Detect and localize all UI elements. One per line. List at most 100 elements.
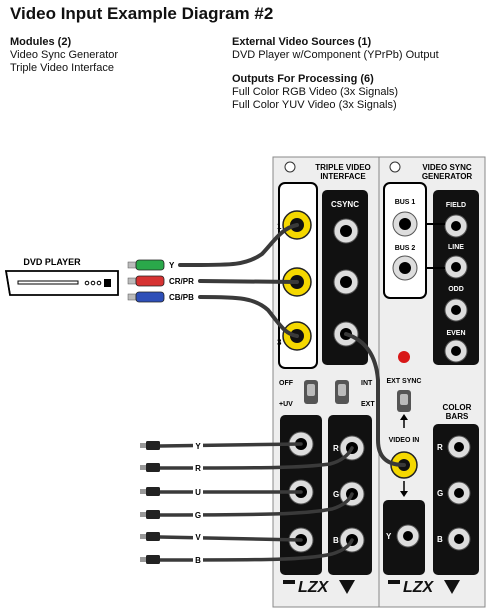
mounting-hole xyxy=(389,161,401,173)
output-cable-labels: Y R U G V B xyxy=(193,440,203,565)
sync-toggle-switch[interactable] xyxy=(335,380,349,404)
tvi-title-line1: TRIPLE VIDEO xyxy=(315,163,371,172)
output-cable-r xyxy=(158,446,354,470)
rca-plug-pb xyxy=(127,291,165,303)
triple-video-interface-module: TRIPLE VIDEO INTERFACE 1 3 CSYNC xyxy=(272,156,380,608)
bus-label: BUS 2 xyxy=(395,245,416,252)
logo-bar xyxy=(283,580,295,584)
line-jack[interactable] xyxy=(444,255,468,279)
rca-plug-y xyxy=(127,259,165,271)
sync-output-label: ODD xyxy=(448,286,464,293)
input-number: 1 xyxy=(277,222,282,231)
output-plug xyxy=(140,487,160,496)
color-bar-label: B xyxy=(437,535,443,544)
output-plug xyxy=(140,441,160,450)
color-bar-label: R xyxy=(437,443,443,452)
output-plug xyxy=(140,555,160,564)
lzx-logo: LZX xyxy=(403,579,435,596)
even-jack[interactable] xyxy=(444,339,468,363)
plug-label: CB/PB xyxy=(169,293,194,302)
sync-output-label: FIELD xyxy=(446,202,466,209)
output-plug xyxy=(140,510,160,519)
ext-sync-label: EXT SYNC xyxy=(386,378,421,385)
switch-label: +UV xyxy=(279,401,293,408)
switch-label: EXT xyxy=(361,401,375,408)
sources-block: External Video Sources (1) DVD Player w/… xyxy=(232,36,439,62)
color-bars-label: COLOR xyxy=(443,403,472,412)
outputs-block: Outputs For Processing (6) Full Color RG… xyxy=(232,73,398,112)
y-label: Y xyxy=(386,532,392,541)
cable-pr-input xyxy=(198,279,299,284)
modules-block: Modules (2) Video Sync Generator Triple … xyxy=(10,36,118,75)
switch-label: INT xyxy=(361,380,373,387)
up-arrow-icon xyxy=(400,414,408,420)
mounting-hole xyxy=(284,161,296,173)
plug-label: Y xyxy=(169,261,175,270)
tvi-title-line2: INTERFACE xyxy=(320,172,366,181)
odd-jack[interactable] xyxy=(444,298,468,322)
source-item: DVD Player w/Component (YPrPb) Output xyxy=(232,49,439,61)
output-cable-label: U xyxy=(195,488,201,497)
color-bar-g-jack[interactable] xyxy=(447,481,471,505)
vsg-y-jack[interactable] xyxy=(396,524,420,548)
disc-tray xyxy=(17,280,79,285)
logo-triangle xyxy=(444,580,460,594)
jack-label: G xyxy=(333,490,339,499)
color-bars-label: BARS xyxy=(446,412,469,421)
color-bar-label: G xyxy=(437,489,443,498)
dvd-display xyxy=(104,279,111,287)
lzx-logo: LZX xyxy=(298,579,330,596)
ext-sync-led xyxy=(398,351,410,363)
rca-plug-pr xyxy=(127,275,165,287)
csync-jack[interactable] xyxy=(333,269,359,295)
output-cable-g xyxy=(158,492,354,517)
cable-y-input xyxy=(178,223,299,268)
jack-label: R xyxy=(333,444,339,453)
cable-csync-video-in xyxy=(344,332,406,467)
output-cable-label: R xyxy=(195,464,201,473)
jack-label: B xyxy=(333,536,339,545)
color-bar-r-jack[interactable] xyxy=(447,435,471,459)
output-cable-v xyxy=(158,535,303,542)
outputs-heading: Outputs For Processing (6) xyxy=(232,73,374,85)
dvd-button xyxy=(84,280,90,286)
video-in-label: VIDEO IN xyxy=(389,437,420,444)
output-cable-b xyxy=(158,538,354,562)
bus-2-jack[interactable] xyxy=(392,255,418,281)
vsg-title-line1: VIDEO SYNC xyxy=(422,163,472,172)
csync-jack[interactable] xyxy=(333,218,359,244)
output-cable-label: G xyxy=(195,511,201,520)
diagram-title: Video Input Example Diagram #2 xyxy=(10,4,274,23)
uv-toggle-switch[interactable] xyxy=(304,380,318,404)
logo-triangle xyxy=(339,580,355,594)
sources-heading: External Video Sources (1) xyxy=(232,36,372,48)
vsg-title-line2: GENERATOR xyxy=(422,172,473,181)
output-item: Full Color RGB Video (3x Signals) xyxy=(232,86,399,98)
bus-1-jack[interactable] xyxy=(392,211,418,237)
switch-label: OFF xyxy=(279,380,294,387)
output-cable-label: Y xyxy=(195,442,201,451)
sync-output-label: EVEN xyxy=(446,330,465,337)
output-item: Full Color YUV Video (3x Signals) xyxy=(232,99,397,111)
dvd-button xyxy=(96,280,102,286)
field-jack[interactable] xyxy=(444,214,468,238)
ext-sync-switch[interactable] xyxy=(397,390,411,412)
dvd-player-label: DVD PLAYER xyxy=(23,257,81,267)
modules-heading: Modules (2) xyxy=(10,36,72,48)
output-cable-label: B xyxy=(195,556,201,565)
module-item: Triple Video Interface xyxy=(10,62,114,74)
input-number: 3 xyxy=(277,338,282,347)
module-item: Video Sync Generator xyxy=(10,49,119,61)
dvd-player: DVD PLAYER xyxy=(4,257,119,296)
logo-bar xyxy=(388,580,400,584)
csync-label: CSYNC xyxy=(331,200,359,209)
cable-pb-input xyxy=(198,295,299,338)
plug-label: CR/PR xyxy=(169,277,194,286)
color-bar-b-jack[interactable] xyxy=(447,527,471,551)
bus-label: BUS 1 xyxy=(395,199,416,206)
dvd-button xyxy=(90,280,96,286)
output-cable-y xyxy=(158,442,303,448)
output-plug xyxy=(140,463,160,472)
output-cable-label: V xyxy=(195,533,201,542)
output-plug xyxy=(140,532,160,541)
